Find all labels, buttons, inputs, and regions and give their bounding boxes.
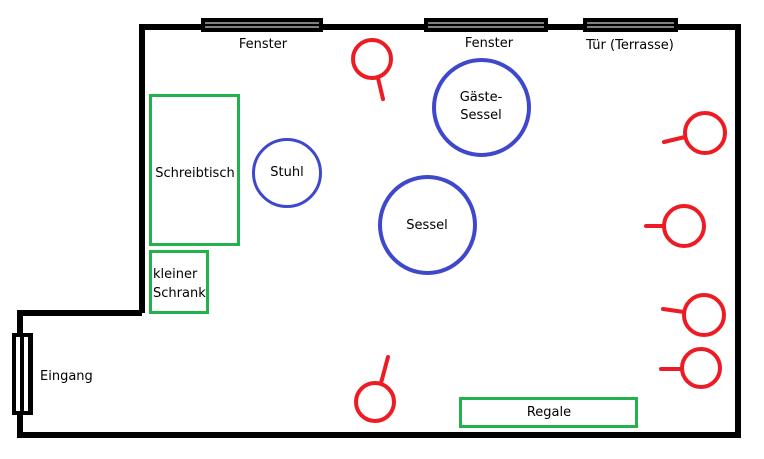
terrace-door-label: Tür (Terrasse)	[586, 38, 674, 53]
speaker-top	[351, 38, 393, 101]
window-middle-label: Fenster	[464, 36, 514, 51]
small-cabinet: kleiner Schrank	[149, 250, 209, 314]
guest-armchair-label-line2: Sessel	[460, 108, 502, 123]
entrance-label: Eingang	[40, 369, 93, 384]
shelves: Regale	[459, 397, 638, 428]
chair: Stuhl	[252, 138, 322, 208]
shelves-label: Regale	[526, 405, 572, 420]
entrance-door	[12, 333, 33, 415]
room-wall	[17, 24, 741, 438]
speaker-bottom	[354, 355, 396, 423]
window-left	[201, 18, 323, 32]
speaker-right-3	[661, 293, 726, 337]
speaker-right-2	[644, 204, 706, 248]
armchair: Sessel	[378, 175, 477, 275]
speaker-right-4	[659, 347, 722, 389]
speaker-right-1	[662, 111, 727, 155]
desk-label: Schreibtisch	[155, 166, 235, 181]
armchair-label: Sessel	[406, 218, 448, 233]
guest-armchair: Gäste- Sessel	[432, 58, 531, 157]
window-middle	[424, 18, 548, 32]
desk: Schreibtisch	[149, 94, 240, 246]
cabinet-label-line1: kleiner	[153, 267, 198, 282]
terrace-door	[583, 18, 678, 32]
window-left-label: Fenster	[238, 37, 288, 52]
chair-label: Stuhl	[270, 165, 304, 180]
cabinet-label-line2: Schrank	[153, 286, 206, 301]
guest-armchair-label-line1: Gäste-	[459, 90, 503, 105]
